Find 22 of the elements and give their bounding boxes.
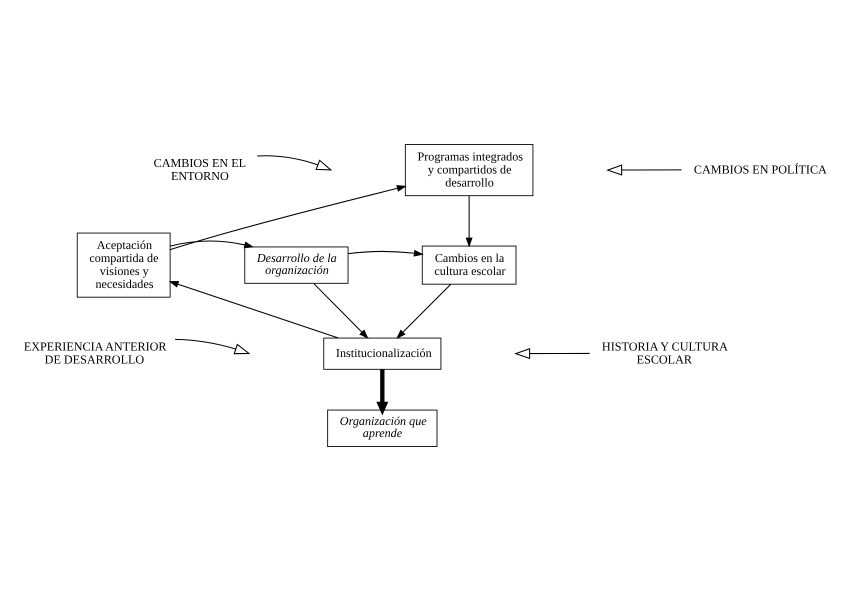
- node-box: Programas integrados y compartidos de desarrollo: [404, 144, 534, 196]
- arrow: [313, 282, 369, 338]
- arrow: [170, 240, 254, 248]
- node-text: CAMBIOS EN EL ENTORNO: [154, 155, 246, 182]
- arrow: [514, 347, 590, 359]
- node-box: Aceptación compartida de visiones y necesidades: [76, 232, 171, 298]
- arrow: [606, 164, 682, 176]
- arrow: [175, 338, 250, 354]
- arrow: [257, 154, 332, 170]
- arrow: [348, 249, 424, 256]
- node-text: HISTORIA Y CULTURA ESCOLAR: [602, 338, 728, 366]
- arrow: [170, 184, 407, 250]
- node-box: Institucionalización: [323, 337, 442, 370]
- arrow: [376, 369, 388, 415]
- arrow: [396, 284, 452, 338]
- arrow: [466, 195, 473, 247]
- node-box: Cambios en la cultura escolar: [422, 245, 516, 284]
- arrow: [168, 280, 338, 338]
- node-text: EXPERIENCIA ANTERIOR DE DESARROLLO: [24, 338, 167, 366]
- node-box: Desarrollo de la organización: [244, 246, 348, 284]
- node-text: CAMBIOS EN POLÍTICA: [694, 162, 827, 176]
- node-box: Organización que aprende: [327, 409, 438, 446]
